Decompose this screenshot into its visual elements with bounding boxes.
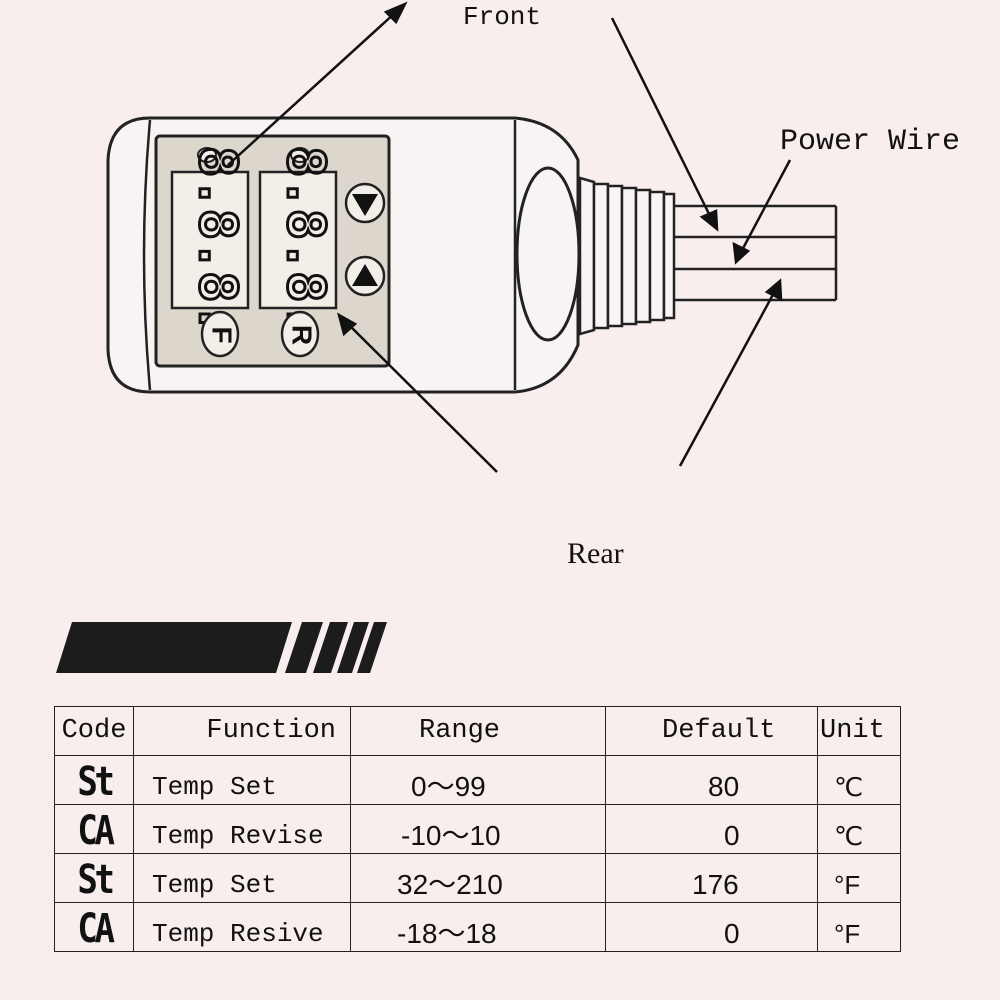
function-cell: Temp Revise [133, 804, 351, 854]
r-button-label: R [287, 325, 318, 345]
table-row: St Temp Set 0～99 80 ℃ [55, 755, 901, 805]
strain-relief [578, 176, 676, 336]
range-cell: 32～210 [350, 853, 606, 903]
front-arrow [227, 11, 397, 166]
code-cell: CA [59, 902, 128, 952]
f-button-label: F [207, 326, 238, 343]
unit-cell: °F [817, 902, 901, 952]
range-cell: 0～99 [350, 755, 606, 805]
code-cell: St [59, 853, 128, 903]
range-cell: -10～10 [350, 804, 606, 854]
wire-arrow-3 [678, 288, 778, 467]
triangle-up-icon [352, 264, 378, 286]
front-arrowhead [383, 1, 408, 25]
triangle-down-icon [352, 194, 378, 216]
wire-arrowhead-2 [732, 241, 751, 265]
function-cell: Temp Set [133, 853, 351, 903]
display-front-digits: 8.8.8. [187, 146, 247, 334]
range-cell: -18～18 [350, 902, 606, 952]
header-code: Code [54, 706, 134, 756]
power-wire-label: Power Wire [780, 125, 961, 159]
up-button[interactable] [344, 255, 386, 297]
led-rear [290, 147, 310, 163]
down-button[interactable] [344, 182, 386, 224]
function-cell: Temp Set [133, 755, 351, 805]
unit-cell: °F [817, 853, 901, 903]
table-header-row: Code Function Range Default Unit [54, 706, 901, 756]
table-row: CA Temp Revise -10～10 0 ℃ [55, 804, 901, 854]
unit-cell: ℃ [817, 804, 901, 854]
default-cell: 0 [605, 902, 818, 952]
wire-arrowhead-3 [764, 278, 783, 302]
power-wire [674, 204, 838, 302]
wire-arrowhead-1 [699, 209, 719, 232]
rear-oval [515, 166, 581, 342]
header-unit: Unit [817, 706, 901, 756]
default-cell: 80 [605, 755, 818, 805]
function-cell: Temp Resive [133, 902, 351, 952]
rear-arrow [345, 321, 498, 473]
r-button[interactable]: R [280, 310, 320, 358]
led-front [197, 147, 217, 163]
table-row: CA Temp Resive -18～18 0 °F [55, 902, 901, 952]
table-row: St Temp Set 32～210 176 °F [55, 853, 901, 903]
rear-arrowhead [337, 312, 358, 337]
rear-label: Rear [567, 537, 624, 570]
default-cell: 0 [605, 804, 818, 854]
display-rear [258, 170, 338, 310]
stripe-banner [56, 622, 387, 673]
unit-cell: ℃ [817, 755, 901, 805]
header-range: Range [350, 706, 606, 756]
front-label: Front [463, 2, 542, 32]
code-cell: St [59, 755, 128, 805]
display-rear-digits: 8.8.8. [275, 146, 335, 334]
wire-arrow-2 [738, 159, 792, 255]
code-cell: CA [59, 804, 128, 854]
default-cell: 176 [605, 853, 818, 903]
header-function: Function [133, 706, 351, 756]
wire-arrow-1 [610, 17, 714, 221]
header-default: Default [605, 706, 818, 756]
device-diagram: 8.8.8. 8.8.8. F R [56, 1, 838, 673]
display-front [170, 170, 250, 310]
parameter-table: Code Function Range Default Unit St Temp… [54, 706, 901, 952]
f-button[interactable]: F [200, 310, 240, 358]
front-cap-edge [142, 119, 152, 391]
